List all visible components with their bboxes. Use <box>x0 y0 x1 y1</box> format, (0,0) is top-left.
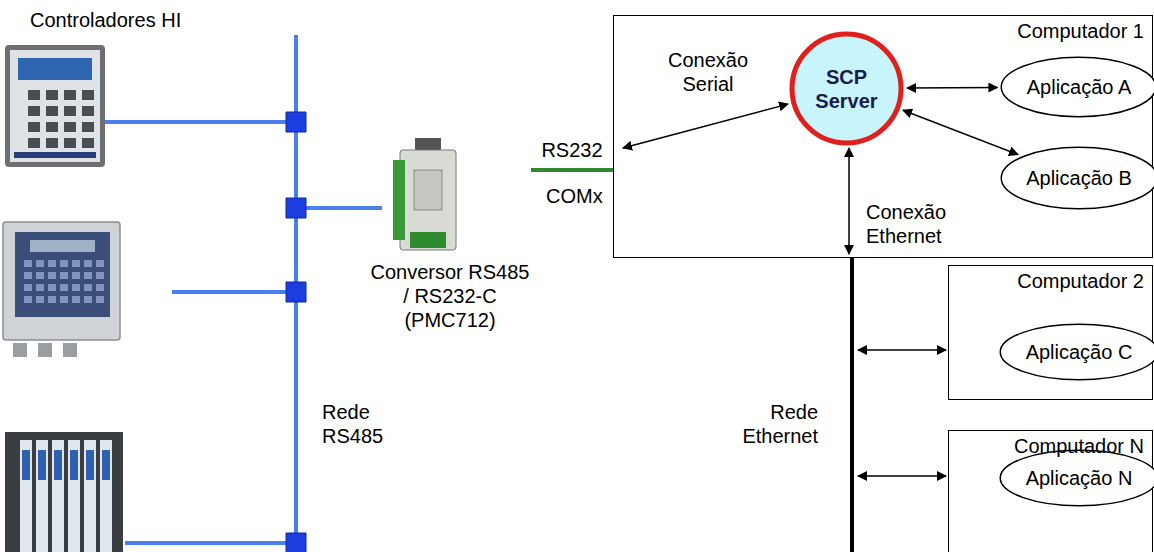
computer-box: Computador N Aplicação N <box>948 430 1153 552</box>
server-label: SCP Server <box>807 65 887 113</box>
terminal-block <box>410 232 446 248</box>
rack-housing <box>5 432 123 552</box>
converter-node: Conversor RS485 / RS232-C (PMC712) <box>369 130 531 332</box>
converter-side <box>393 160 405 240</box>
lcd-display <box>18 58 92 80</box>
lcd-display <box>30 240 95 252</box>
controller-face <box>10 50 100 162</box>
computer-label: Computador 2 <box>957 269 1144 293</box>
ellipse-outline <box>1000 324 1154 380</box>
application-ellipse: Aplicação A <box>1000 56 1154 118</box>
ethernet-link-arrow <box>858 475 946 477</box>
converter-body <box>400 150 456 250</box>
controller-housing <box>5 45 105 167</box>
computer-label: Computador 1 <box>622 19 1144 43</box>
application-label: Aplicação B <box>1026 166 1132 190</box>
ethernet-link-arrow <box>848 148 850 254</box>
circle-outline <box>792 34 901 143</box>
keypad <box>24 260 104 303</box>
rack-modules <box>20 440 112 552</box>
computer-box: Computador 2 Aplicação C <box>948 265 1153 400</box>
cable-glands <box>13 343 77 357</box>
application-label: Aplicação A <box>1027 75 1132 99</box>
application-label: Aplicação C <box>1026 340 1133 364</box>
connector-arrow <box>907 87 997 89</box>
connector-arrow <box>623 104 788 148</box>
bus-drop <box>172 290 296 294</box>
application-ellipse: Aplicação B <box>1000 146 1154 210</box>
group-title: Controladores HI <box>30 8 181 32</box>
application-ellipse: Aplicação N <box>999 449 1154 507</box>
ellipse-outline <box>1000 450 1154 506</box>
converter-label: Conversor RS485 / RS232-C (PMC712) <box>369 260 531 332</box>
bus-drop <box>296 206 382 210</box>
port-label: COMx <box>546 184 603 208</box>
serial-cable <box>531 168 613 172</box>
ellipse-outline <box>1002 57 1154 117</box>
connection-label: Conexão Ethernet <box>866 200 951 248</box>
converter-panel <box>414 170 442 210</box>
computer-label: Computador N <box>957 434 1144 458</box>
controller-housing <box>3 222 120 340</box>
ethernet-network <box>850 258 854 552</box>
ellipse-outline <box>1001 147 1154 209</box>
network-label: Rede RS485 <box>322 400 397 448</box>
controller-band <box>14 152 96 158</box>
connection-label: Conexão Serial <box>658 48 758 96</box>
application-ellipse: Aplicação C <box>999 323 1154 381</box>
bus-drop <box>125 541 296 545</box>
controller-panel <box>15 232 110 317</box>
application-label: Aplicação N <box>1026 466 1133 490</box>
bus-junction <box>286 112 306 552</box>
port-label: RS232 <box>541 138 602 162</box>
circle-outline <box>789 31 904 146</box>
network-label: Rede Ethernet <box>730 400 818 448</box>
keypad <box>28 90 94 148</box>
bus-drop <box>105 120 296 124</box>
connector-arrow <box>903 110 1018 154</box>
module-labels <box>22 450 110 480</box>
ethernet-link-arrow <box>858 349 946 351</box>
server-circle: SCP Server <box>789 31 904 146</box>
